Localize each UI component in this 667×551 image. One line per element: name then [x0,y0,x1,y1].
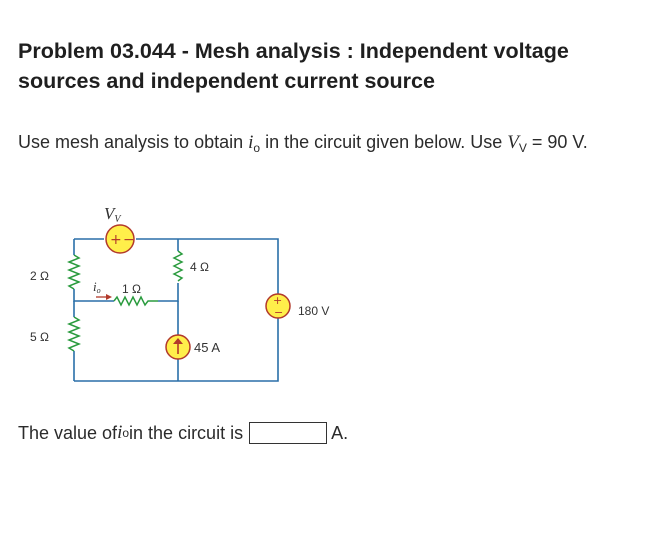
label-45a: 45 A [194,340,220,355]
io-label-sub: o [97,286,101,295]
answer-middle: in the circuit is [129,422,244,443]
resistor-4ohm [172,250,184,282]
io-variable: i [248,132,254,153]
io-label: i [93,279,97,294]
resistor-2ohm [66,254,82,290]
svg-text:+: + [110,232,122,248]
answer-unit: A. [331,422,349,443]
voltage-source-180v: + − [265,293,291,319]
label-4ohm: 4 Ω [190,260,209,274]
answer-prefix: The value of [18,422,118,443]
vv-subscript: V [518,141,527,155]
label-5ohm: 5 Ω [30,330,49,344]
svg-text:+: + [273,294,282,307]
current-source-45a [165,334,191,360]
answer-var-sub: o [122,426,130,440]
svg-text:−: − [123,232,135,248]
svg-text:VV: VV [104,204,122,225]
problem-title: Problem 03.044 - Mesh analysis : Indepen… [18,39,569,93]
instruction-post: = 90 V. [526,132,588,152]
voltage-source-vv: + − [105,224,135,254]
wire-right-bottom [74,317,279,382]
vsource-label: V [104,204,117,223]
vsource-label-sub: V [114,214,122,225]
wire-mid-junction [158,283,179,302]
svg-text:io: io [93,279,101,295]
label-1ohm: 1 Ω [122,282,141,296]
wire-top-right [136,238,279,295]
label-2ohm: 2 Ω [30,269,49,283]
svg-text:−: − [274,306,283,319]
instruction-pre: Use mesh analysis to obtain [18,132,249,152]
answer-var: i [117,422,123,443]
instruction-mid: in the circuit given below. Use [260,132,508,152]
answer-input[interactable] [249,422,328,444]
io-arrow-icon [96,294,112,300]
resistor-1ohm [113,295,158,307]
io-subscript: o [253,141,261,155]
label-180v: 180 V [298,304,329,318]
circuit-diagram: + − + − VV 2 Ω 5 Ω 4 Ω 1 Ω io 45 A 180 V [30,204,329,382]
vv-variable: V [507,132,519,153]
resistor-5ohm [66,316,82,352]
problem-instruction: Use mesh analysis to obtain io in the ci… [18,132,588,155]
